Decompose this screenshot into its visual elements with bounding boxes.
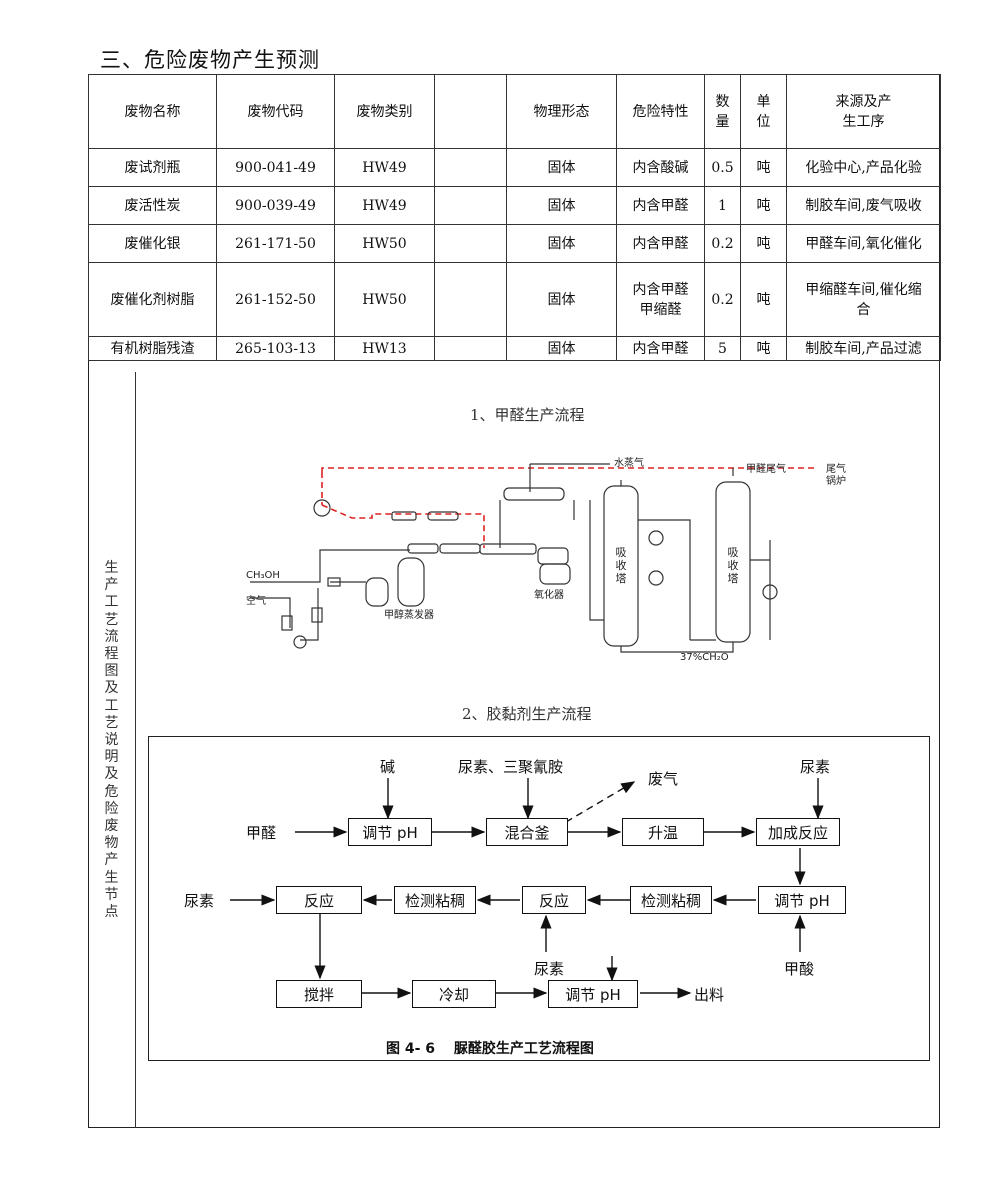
table-cell: 900-039-49 [216, 186, 335, 225]
table-header-cell: 来源及产 生工序 [786, 74, 941, 149]
node-heat-up: 升温 [622, 818, 704, 846]
table-cell: 内含甲醛 [616, 224, 705, 263]
flow1-product-label: 37%CH₂O [680, 652, 729, 663]
flow1-tail-gas-short-label: 尾气 [826, 464, 846, 475]
table-cell: 261-152-50 [216, 262, 335, 337]
table-cell: 1 [704, 186, 741, 225]
flow1-steam-label: 水蒸气 [614, 458, 644, 469]
section-title: 三、危险废物产生预测 [100, 48, 320, 72]
flow1-methanol-label: CH₃OH [246, 570, 280, 581]
flow1-boiler-label: 锅炉 [826, 476, 846, 487]
table-cell: 制胶车间,产品过滤 [786, 336, 941, 361]
label-waste-gas: 废气 [648, 770, 679, 788]
label-alkali: 碱 [380, 758, 396, 776]
flow2-title: 2、胶黏剂生产流程 [462, 705, 592, 723]
flow1-tail-gas-label: 甲醛尾气 [746, 464, 786, 475]
label-output: 出料 [694, 986, 725, 1004]
table-cell: 261-171-50 [216, 224, 335, 263]
table-cell: 固体 [506, 224, 617, 263]
table-header-row: 废物名称废物代码废物类别物理形态危险特性数 量单 位来源及产 生工序 [88, 74, 941, 149]
node-cool: 冷却 [412, 980, 496, 1008]
table-header-cell: 物理形态 [506, 74, 617, 149]
flow1-evaporator-label: 甲醇蒸发器 [384, 610, 434, 621]
table-cell: 265-103-13 [216, 336, 335, 361]
adhesive-flowchart-frame [148, 736, 930, 1061]
table-cell: 吨 [740, 186, 787, 225]
flow1-absorber-2-label: 吸收塔 [727, 546, 739, 585]
label-urea-top: 尿素 [800, 758, 831, 776]
table-cell: 5 [704, 336, 741, 361]
node-reaction-2: 反应 [276, 886, 362, 914]
node-adjust-ph-2: 调节 pH [758, 886, 846, 914]
table-cell: 甲醛车间,氧化催化 [786, 224, 941, 263]
node-addition-reaction: 加成反应 [756, 818, 840, 846]
table-cell: 固体 [506, 186, 617, 225]
table-cell: 固体 [506, 148, 617, 187]
table-cell: 有机树脂残渣 [88, 336, 217, 361]
table-cell: 固体 [506, 262, 617, 337]
table-cell: 制胶车间,废气吸收 [786, 186, 941, 225]
table-cell: 废活性炭 [88, 186, 217, 225]
label-formaldehyde: 甲醛 [246, 824, 277, 842]
table-cell: 固体 [506, 336, 617, 361]
table-cell: 吨 [740, 336, 787, 361]
label-formic-acid: 甲酸 [784, 960, 815, 978]
process-section-label: 生产工艺流程图及工艺说明及危险废物产生节点 [88, 372, 136, 1128]
table-cell: 废催化剂树脂 [88, 262, 217, 337]
table-cell: 甲缩醛车间,催化缩 合 [786, 262, 941, 337]
table-cell: 900-041-49 [216, 148, 335, 187]
node-mix-kettle: 混合釜 [486, 818, 568, 846]
label-urea-bottom: 尿素 [534, 960, 565, 978]
table-cell [434, 336, 507, 361]
table-cell: 废催化银 [88, 224, 217, 263]
node-check-viscosity-1: 检测粘稠 [630, 886, 712, 914]
table-cell [434, 262, 507, 337]
process-section-label-text: 生产工艺流程图及工艺说明及危险废物产生节点 [104, 560, 119, 921]
table-cell: 吨 [740, 224, 787, 263]
flow1-title: 1、甲醛生产流程 [470, 406, 585, 424]
node-adjust-ph-3: 调节 pH [548, 980, 638, 1008]
flow1-absorber-1-label: 吸收塔 [615, 546, 627, 585]
label-urea-left: 尿素 [184, 892, 215, 910]
table-cell: 0.2 [704, 224, 741, 263]
table-header-cell: 废物类别 [334, 74, 435, 149]
node-adjust-ph-1: 调节 pH [348, 818, 432, 846]
table-cell: 0.5 [704, 148, 741, 187]
table-cell: 废试剂瓶 [88, 148, 217, 187]
label-urea-melamine: 尿素、三聚氰胺 [458, 758, 564, 776]
node-stir: 搅拌 [276, 980, 362, 1008]
table-cell [434, 148, 507, 187]
node-reaction-1: 反应 [522, 886, 586, 914]
node-check-viscosity-2: 检测粘稠 [394, 886, 476, 914]
flow1-air-label: 空气 [246, 596, 266, 607]
table-cell: 内含甲醛 [616, 186, 705, 225]
table-cell: 内含酸碱 [616, 148, 705, 187]
table-cell: HW13 [334, 336, 435, 361]
flow1-oxidizer-label: 氧化器 [534, 590, 564, 601]
table-cell: 内含甲醛 甲缩醛 [616, 262, 705, 337]
figure-caption: 图 4- 6 脲醛胶生产工艺流程图 [386, 1041, 594, 1057]
table-cell: HW50 [334, 262, 435, 337]
table-cell: 内含甲醛 [616, 336, 705, 361]
